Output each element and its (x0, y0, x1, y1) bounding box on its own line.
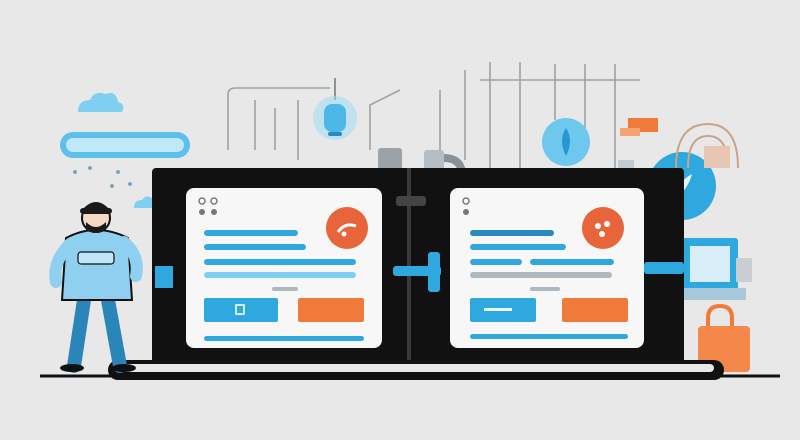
character (49, 202, 143, 373)
text-line (470, 244, 566, 250)
flame-icon (542, 118, 590, 166)
window-dot (199, 209, 205, 215)
lamp-icon (313, 78, 357, 140)
window-dot (462, 197, 470, 205)
hand-icon (618, 160, 634, 168)
window-dot (463, 209, 469, 215)
action-button[interactable] (298, 298, 364, 322)
rain-drops (73, 166, 132, 188)
text-line (470, 230, 554, 236)
text-line (530, 259, 614, 265)
right-card (450, 188, 644, 348)
link-icon[interactable] (326, 207, 368, 249)
search-bar-graphic (60, 132, 190, 158)
window-dot (198, 197, 206, 205)
text-line (204, 272, 356, 278)
text-line (470, 334, 628, 339)
window-dot (210, 197, 218, 205)
download-button[interactable] (204, 298, 278, 322)
text-line (204, 230, 298, 236)
cloud-icon (78, 92, 124, 112)
small-cloud-icon (134, 196, 152, 208)
download-icon (235, 304, 245, 315)
text-line (470, 259, 522, 265)
action-button[interactable] (562, 298, 628, 322)
text-line (272, 287, 298, 291)
background-wires (227, 62, 640, 170)
settings-icon[interactable] (582, 207, 624, 249)
primary-button[interactable] (470, 298, 536, 322)
text-line (204, 336, 364, 341)
printer-device (676, 238, 752, 300)
laptop-base (40, 360, 780, 380)
text-line (530, 287, 560, 291)
text-line (470, 272, 612, 278)
text-line (204, 244, 306, 250)
window-dot (211, 209, 217, 215)
text-line (204, 259, 356, 265)
orange-boxes (620, 118, 658, 136)
left-card (186, 188, 382, 348)
